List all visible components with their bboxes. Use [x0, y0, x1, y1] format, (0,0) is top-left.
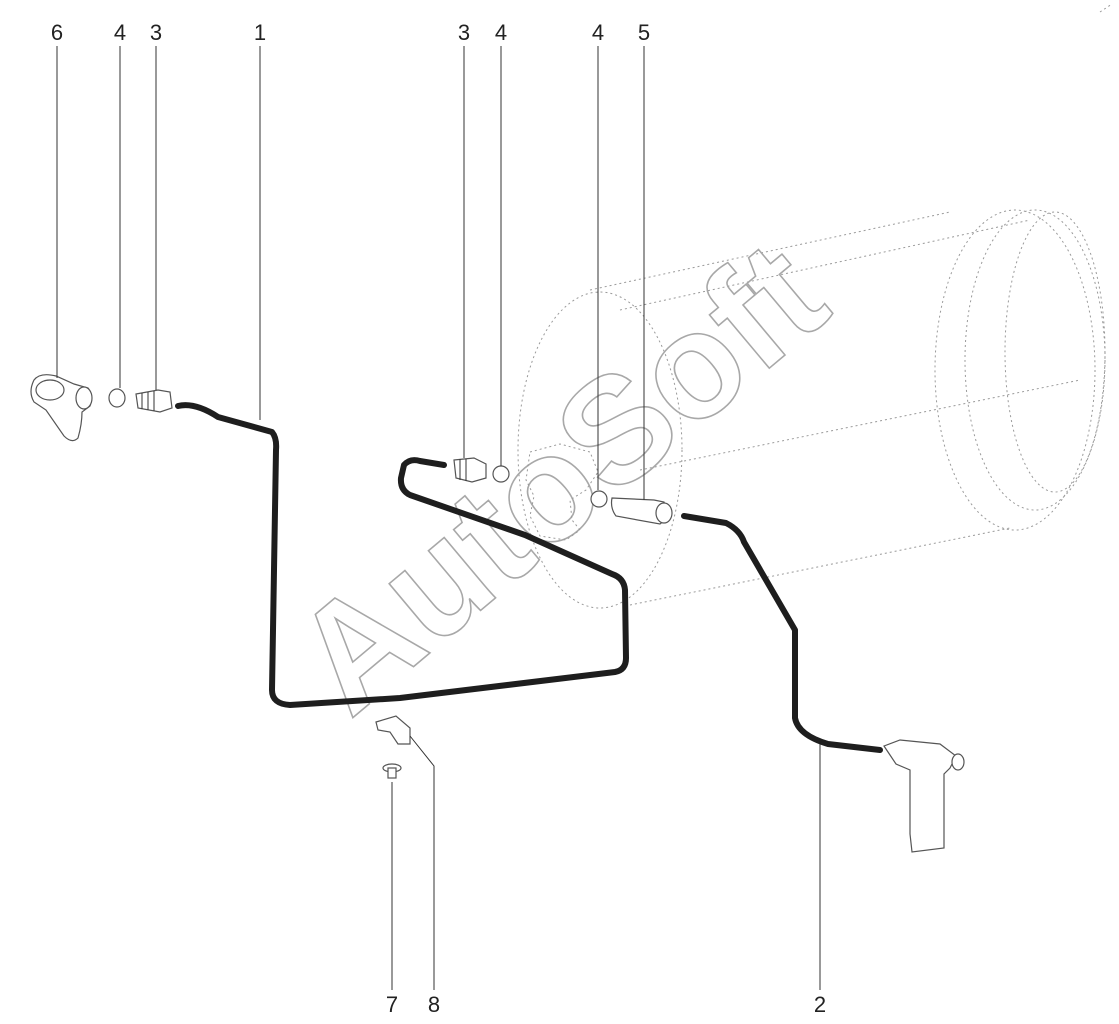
callout-4-right: 4 [592, 20, 604, 45]
tank-outline [517, 209, 1106, 609]
union-nut-3-left [135, 389, 173, 413]
leader-8 [409, 735, 435, 990]
clip-8 [375, 715, 411, 745]
washer-4-right [590, 490, 608, 508]
corner-mark [1099, 3, 1113, 13]
callout-4-left: 4 [114, 20, 126, 45]
callout-7: 7 [386, 992, 398, 1017]
fitting-2-end [883, 739, 965, 853]
washer-4-mid [492, 465, 510, 483]
watermark-text: AutoSoft [263, 209, 856, 745]
callout-5: 5 [638, 20, 650, 45]
callout-6: 6 [51, 20, 63, 45]
callout-8: 8 [428, 992, 440, 1017]
valve-body [525, 443, 599, 541]
fitting-6 [30, 374, 93, 442]
screw-7 [382, 763, 402, 779]
callout-4-mid: 4 [495, 20, 507, 45]
tube-1 [175, 402, 629, 708]
callout-3-mid: 3 [458, 20, 470, 45]
banjo-bolt-5 [610, 497, 673, 525]
callout-2: 2 [814, 992, 826, 1017]
tube-2 [681, 513, 883, 753]
callout-3-left: 3 [150, 20, 162, 45]
union-nut-3-mid [453, 457, 487, 483]
callout-1: 1 [254, 20, 266, 45]
washer-4-left [108, 388, 126, 408]
